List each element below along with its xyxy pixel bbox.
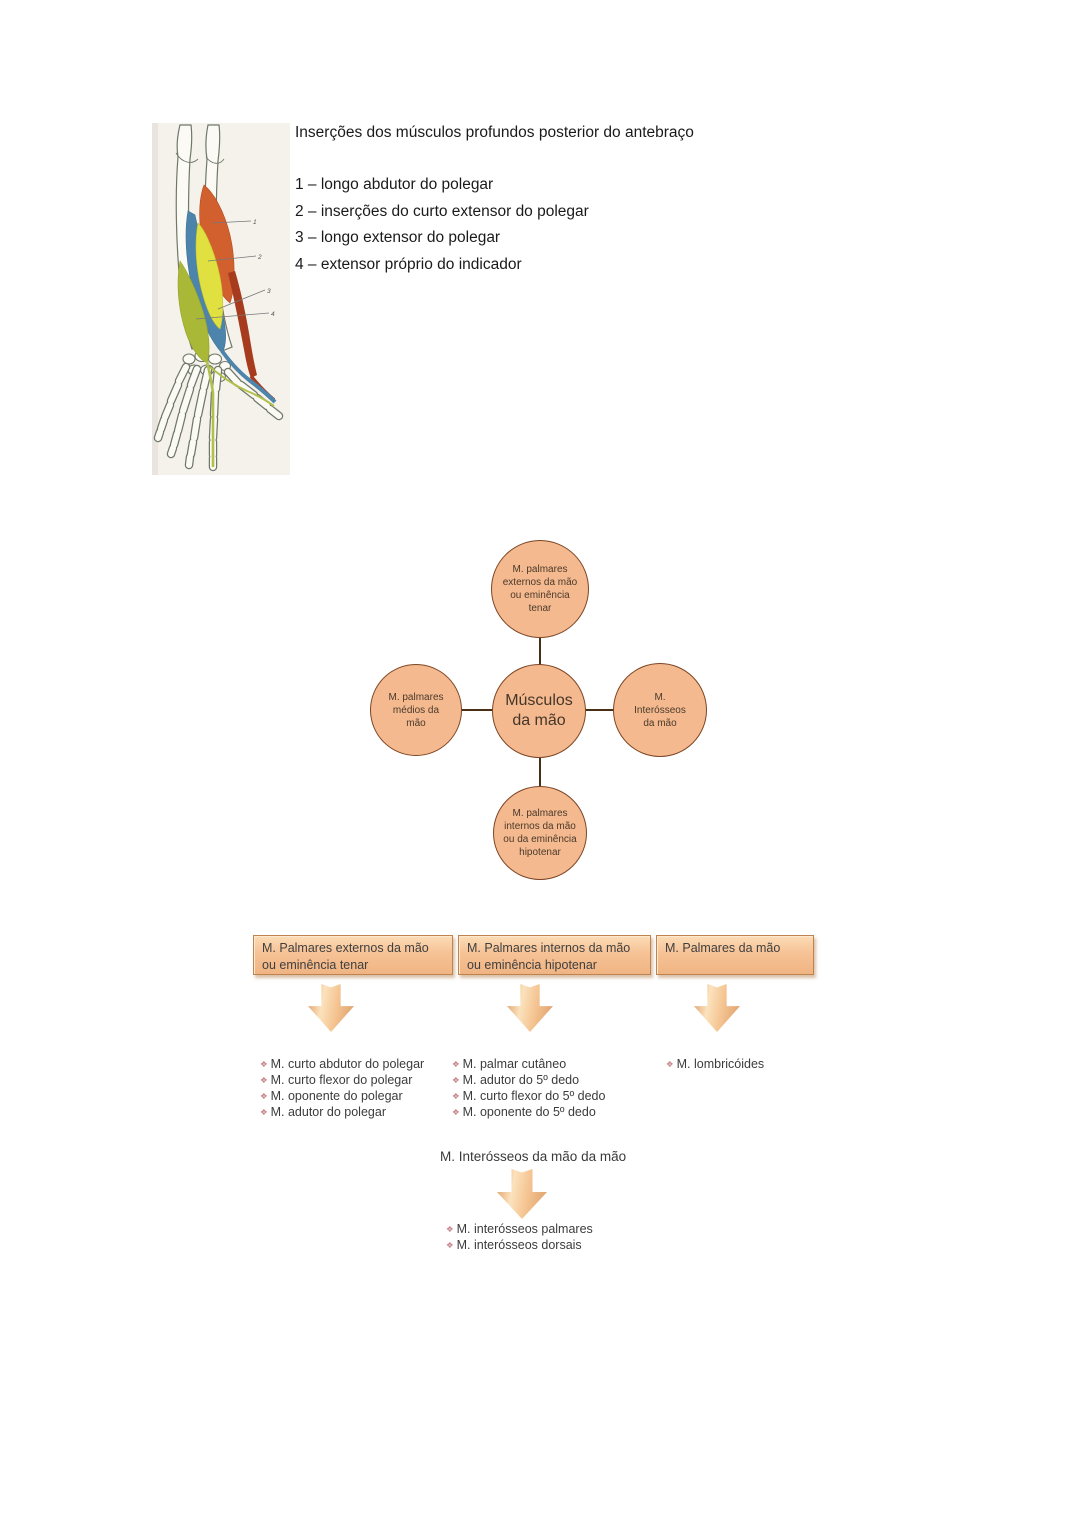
interosseos-list: ❖M. interósseos palmares ❖M. interósseos…: [446, 1221, 593, 1253]
figure-label-1: 1: [253, 219, 257, 226]
list-item: ❖M. adutor do polegar: [260, 1104, 424, 1120]
diagram-node-interosseos: M. Interósseos da mão: [613, 663, 707, 757]
down-arrow-icon: [308, 984, 354, 1032]
node-label: M. palmares médios da mão: [388, 691, 444, 729]
list-item: ❖M. curto abdutor do polegar: [260, 1056, 424, 1072]
list-item: 4 – extensor próprio do indicador: [295, 255, 522, 273]
list-item: ❖M. interósseos palmares: [446, 1221, 593, 1237]
list-item-text: M. adutor do 5º dedo: [462, 1073, 580, 1087]
node-label: M. Interósseos da mão: [634, 691, 686, 729]
diagram-node-palmares-internos: M. palmares internos da mão ou da eminên…: [493, 786, 587, 880]
list-item: 1 – longo abdutor do polegar: [295, 176, 494, 193]
list-item-text: M. interósseos palmares: [456, 1222, 593, 1236]
list-item: ❖M. curto flexor do polegar: [260, 1072, 424, 1088]
list-item: ❖M. lombricóides: [666, 1056, 764, 1072]
list-item: 3 – longo extensor do polegar: [295, 229, 501, 246]
list-item: ❖M. palmar cutâneo: [452, 1056, 605, 1072]
diamond-bullet-icon: ❖: [446, 1224, 454, 1234]
diamond-bullet-icon: ❖: [260, 1075, 268, 1085]
page-title: Inserções dos músculos profundos posteri…: [295, 124, 694, 141]
branch-header-palmares-externos: M. Palmares externos da mão ou eminência…: [253, 935, 453, 975]
forearm-hand-skeleton-illustration: 1 2 3 4: [152, 123, 290, 475]
numbered-list: 1 – longo abdutor do polegar 2 – inserçõ…: [295, 172, 589, 278]
list-item-text: M. curto abdutor do polegar: [270, 1057, 425, 1071]
list-item-text: M. interósseos dorsais: [456, 1238, 582, 1252]
figure-label-2: 2: [257, 254, 262, 261]
list-item-text: M. palmar cutâneo: [462, 1057, 567, 1071]
diagram-node-palmares-externos: M. palmares externos da mão ou eminência…: [491, 540, 589, 638]
list-item: ❖M. oponente do polegar: [260, 1088, 424, 1104]
list-item-text: M. oponente do 5º dedo: [462, 1105, 596, 1119]
diamond-bullet-icon: ❖: [260, 1107, 268, 1117]
diamond-bullet-icon: ❖: [452, 1075, 460, 1085]
list-item-text: M. lombricóides: [676, 1057, 765, 1071]
connector-bottom: [539, 757, 541, 787]
branch-list-palmares-externos: ❖M. curto abdutor do polegar ❖M. curto f…: [260, 1056, 424, 1120]
list-item: ❖M. curto flexor do 5º dedo: [452, 1088, 605, 1104]
figure-label-4: 4: [271, 311, 275, 318]
list-item: ❖M. adutor do 5º dedo: [452, 1072, 605, 1088]
list-item: ❖M. oponente do 5º dedo: [452, 1104, 605, 1120]
list-item: ❖M. interósseos dorsais: [446, 1237, 593, 1253]
node-label: M. palmares externos da mão ou eminência…: [502, 564, 578, 614]
list-item-text: M. curto flexor do polegar: [270, 1073, 413, 1087]
diamond-bullet-icon: ❖: [452, 1091, 460, 1101]
diagram-node-palmares-medios: M. palmares médios da mão: [370, 664, 462, 756]
list-item-text: M. adutor do polegar: [270, 1105, 386, 1119]
list-item: 2 – inserções do curto extensor do poleg…: [295, 202, 589, 220]
branch-list-palmares-internos: ❖M. palmar cutâneo ❖M. adutor do 5º dedo…: [452, 1056, 605, 1120]
diamond-bullet-icon: ❖: [260, 1059, 268, 1069]
figure-label-3: 3: [267, 288, 271, 295]
down-arrow-icon: [507, 984, 553, 1032]
diamond-bullet-icon: ❖: [446, 1240, 454, 1250]
list-item-text: M. oponente do polegar: [270, 1089, 403, 1103]
interosseos-heading: M. Interósseos da mão da mão: [440, 1149, 627, 1164]
node-label: Músculos da mão: [505, 692, 573, 729]
branch-header-palmares-internos: M. Palmares internos da mão ou eminência…: [458, 935, 651, 975]
connector-left: [461, 709, 493, 711]
diagram-node-center-musculos-da-mao: Músculos da mão: [492, 664, 586, 758]
down-arrow-icon: [497, 1169, 547, 1219]
branch-list-palmares-da-mao: ❖M. lombricóides: [666, 1056, 764, 1072]
list-item-text: M. curto flexor do 5º dedo: [462, 1089, 606, 1103]
down-arrow-icon: [694, 984, 740, 1032]
diamond-bullet-icon: ❖: [260, 1091, 268, 1101]
anatomy-figure: 1 2 3 4: [152, 123, 290, 475]
node-label: M. palmares internos da mão ou da eminên…: [503, 808, 577, 858]
diamond-bullet-icon: ❖: [452, 1059, 460, 1069]
connector-right: [585, 709, 614, 711]
diamond-bullet-icon: ❖: [666, 1059, 674, 1069]
connector-top: [539, 638, 541, 665]
diamond-bullet-icon: ❖: [452, 1107, 460, 1117]
branch-header-palmares-da-mao: M. Palmares da mão: [656, 935, 814, 975]
